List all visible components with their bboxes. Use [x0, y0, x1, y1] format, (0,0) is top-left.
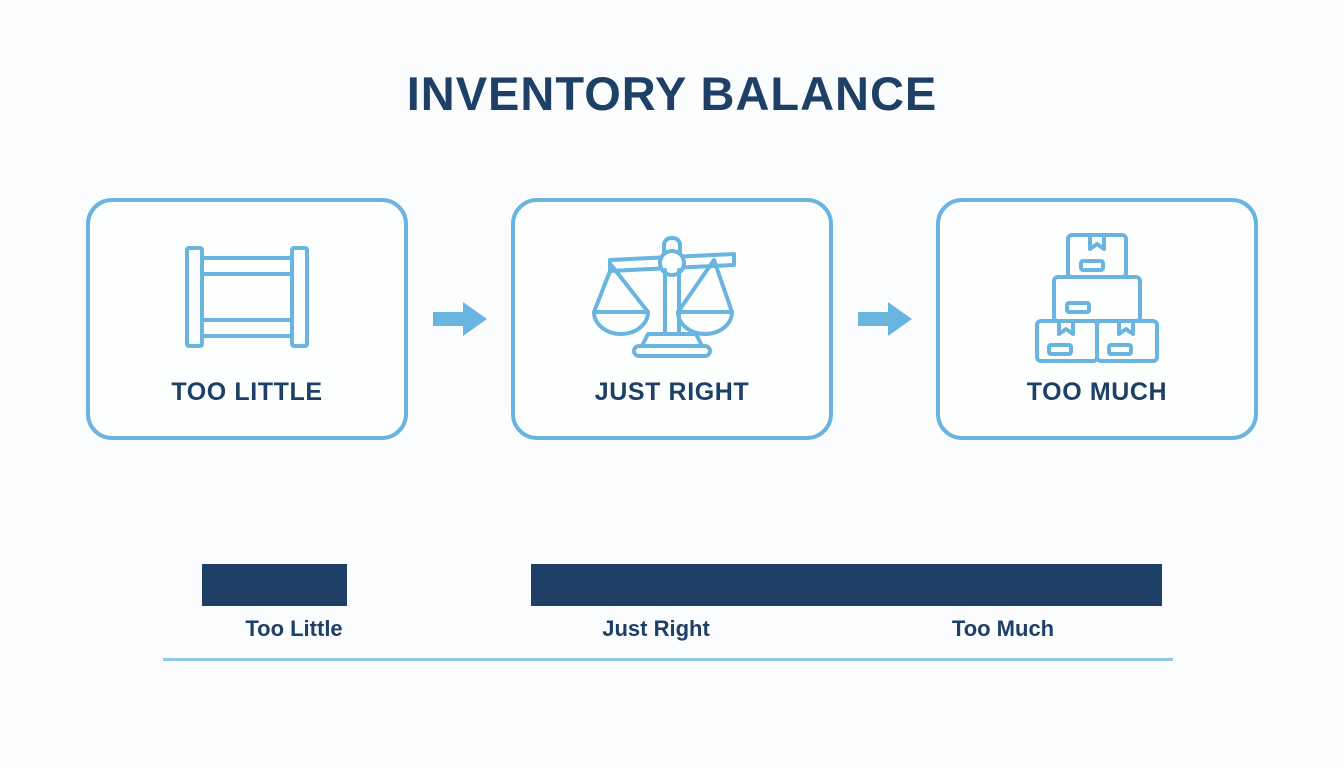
chart-label-too-little: Too Little [245, 616, 343, 641]
card-label-too-little: TOO LITTLE [171, 377, 323, 406]
stage-card-row: TOO LITTLE [86, 198, 1258, 440]
chart-axis-line [163, 658, 1173, 661]
bar-just-right [531, 564, 1162, 606]
card-label-just-right: JUST RIGHT [594, 377, 750, 406]
empty-rack-icon [177, 238, 317, 356]
card-just-right[interactable]: JUST RIGHT [511, 198, 833, 440]
card-too-much[interactable]: TOO MUCH [936, 198, 1258, 440]
card-too-little[interactable]: TOO LITTLE [86, 198, 408, 440]
arrow-right-icon-2 [848, 300, 922, 338]
chart-label-too-much: Too Much [951, 616, 1055, 641]
page-title: INVENTORY BALANCE [406, 67, 938, 120]
chart-plot-area [163, 516, 1173, 606]
arrow-right-icon-1 [423, 300, 497, 338]
chart-category-labels: Too Little Just Right Too Much [163, 616, 1173, 650]
stacked-boxes-icon [1027, 232, 1167, 363]
balance-scale-icon [592, 236, 752, 358]
inventory-bar-chart: Too Little Just Right Too Much [163, 516, 1173, 662]
card-label-too-much: TOO MUCH [1026, 377, 1168, 406]
bar-too-little [202, 564, 347, 606]
chart-label-just-right: Just Right [602, 616, 710, 641]
